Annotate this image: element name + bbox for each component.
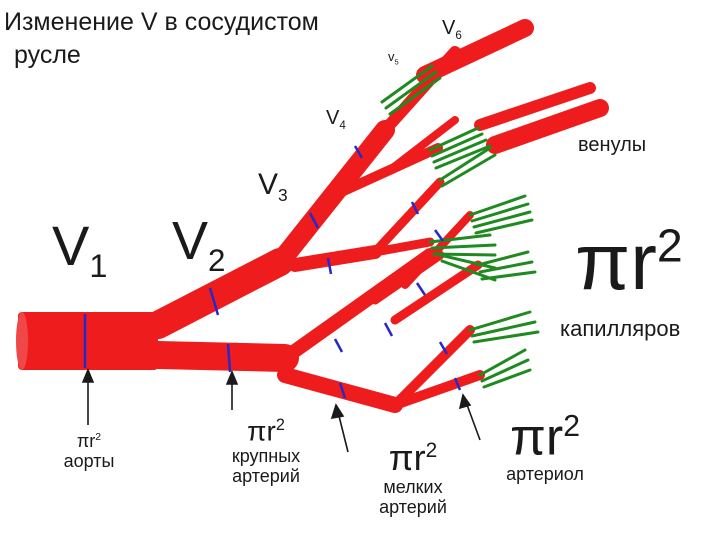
marker-arteriole-1 — [410, 201, 420, 215]
large-arteries-area-label: πr2 крупных артерий — [231, 415, 301, 487]
large-artery-upper — [144, 248, 294, 339]
marker-small-4 — [333, 338, 344, 353]
cross-section-markers — [83, 145, 462, 399]
venules-label: венулы — [578, 134, 647, 156]
velocity-label-v6: V6 — [442, 17, 462, 42]
branch-b2 — [370, 177, 445, 257]
branch-b3 — [370, 237, 435, 257]
lower-fork — [390, 325, 475, 410]
lower-fork-2 — [390, 370, 485, 410]
aorta-area-caption: аорты — [63, 451, 115, 471]
pointer-arrows — [81, 367, 481, 453]
velocity-label-v3: V3 — [258, 168, 288, 205]
large-artery-lower — [144, 341, 299, 372]
velocity-label-v1: V1 — [52, 214, 108, 285]
title-line-1: Изменение V в сосудистом — [4, 8, 319, 36]
vein-3 — [486, 99, 609, 154]
velocity-label-v4: V4 — [326, 107, 346, 132]
vessel-tree — [16, 19, 609, 413]
title-line-2: русле — [14, 41, 81, 69]
aorta-opening — [16, 312, 28, 370]
vein-2 — [474, 82, 596, 131]
velocity-label-v5: v5 — [388, 49, 399, 67]
branch-c2 — [390, 260, 483, 325]
marker-arteriole-2 — [433, 229, 445, 242]
aorta-vessel — [18, 312, 158, 370]
marker-v3 — [308, 212, 320, 229]
marker-arteriole-3 — [415, 282, 427, 296]
marker-small-2 — [338, 382, 347, 399]
lower-trunk-b — [277, 367, 403, 413]
velocity-label-v2: V2 — [172, 211, 226, 278]
branch-a2 — [386, 116, 459, 174]
arterioles-area-label: πr2 артериол — [506, 408, 584, 485]
marker-arteriole-4 — [438, 341, 449, 355]
marker-arteriole-5 — [453, 377, 462, 391]
capillary-bundles — [380, 64, 540, 389]
vein-top — [416, 19, 534, 84]
marker-large-artery-1 — [208, 287, 220, 316]
lower-trunk — [278, 248, 437, 365]
branch-b — [288, 245, 382, 272]
capillary-area-caption: капилляров — [560, 316, 681, 341]
aorta-area-label: πr2 аорты — [56, 428, 122, 471]
small-arteries-area-label: πr2 мелких артерий — [379, 437, 447, 518]
marker-small-3 — [383, 322, 394, 337]
marker-small-1 — [326, 257, 333, 275]
diagram-title: Изменение V в сосудистом русле — [4, 6, 319, 72]
marker-v4 — [353, 145, 364, 159]
marker-large-artery-2 — [226, 343, 232, 373]
capillary-area-formula: πr2 — [575, 217, 683, 306]
